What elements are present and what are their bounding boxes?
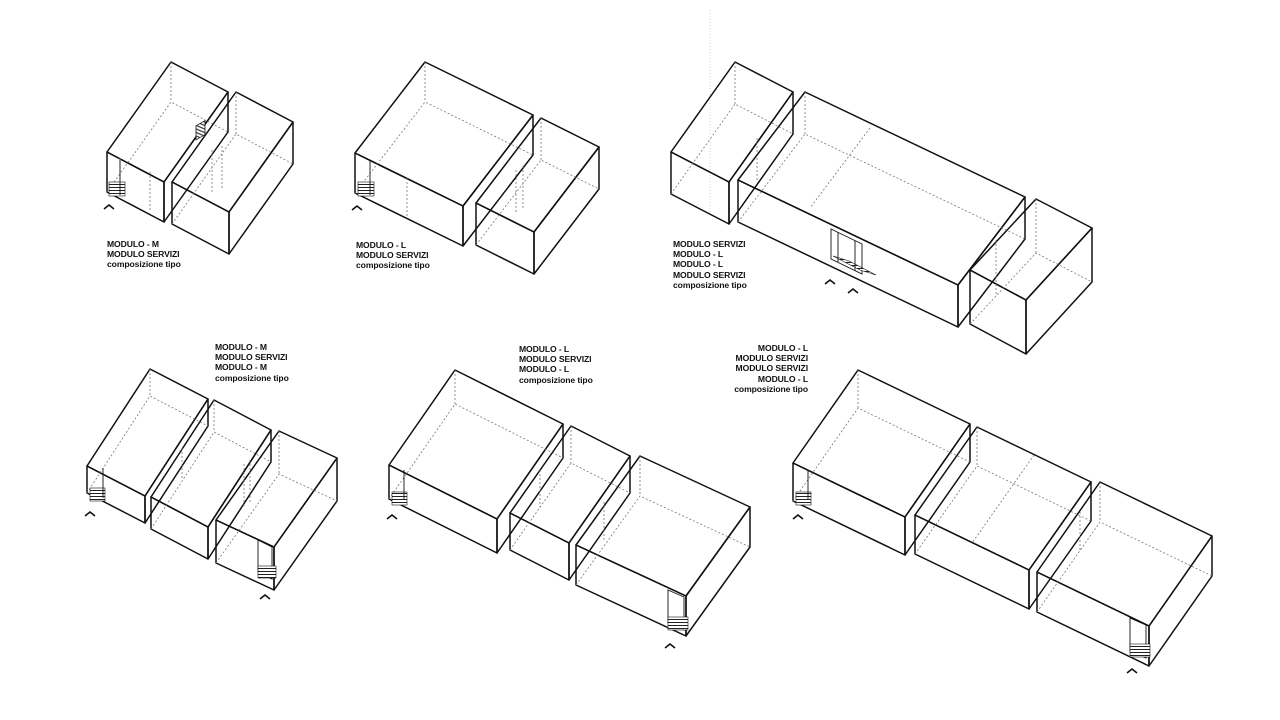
modulo-m-box (215, 430, 338, 591)
label-line: composizione tipo (215, 372, 289, 383)
label-line: MODULO - L (519, 364, 570, 375)
label-line: composizione tipo (356, 260, 430, 271)
label-line: MODULO SERVIZI (519, 354, 592, 365)
composition-2-drawing (351, 61, 600, 275)
label-line: MODULO - L (673, 249, 724, 260)
composition-3-label: MODULO SERVIZI MODULO - L MODULO - L MOD… (673, 239, 747, 290)
composition-4-drawing (84, 368, 338, 600)
modulo-servizi-box (969, 198, 1093, 355)
label-line: MODULO SERVIZI (673, 269, 746, 280)
modulo-servizi-box (171, 91, 294, 255)
modulo-servizi-box (475, 117, 600, 275)
label-line: MODULO - L (757, 343, 808, 353)
modulo-m-box (86, 368, 209, 524)
composition-6-label: MODULO - L MODULO SERVIZI MODULO SERVIZI… (700, 343, 808, 394)
modulo-l-l-box (737, 91, 1026, 328)
label-line: MODULO - M (215, 362, 267, 373)
composition-3-drawing (670, 61, 1093, 355)
composition-2-label: MODULO - L MODULO SERVIZI composizione t… (356, 240, 430, 271)
composition-1-label: MODULO - M MODULO SERVIZI composizione t… (107, 239, 181, 270)
label-line: MODULO SERVIZI (735, 363, 809, 374)
composition-6-drawing (792, 369, 1213, 674)
modulo-l-box (388, 369, 564, 554)
label-line: MODULO - L (673, 259, 724, 270)
modulo-servizi-box (150, 399, 272, 560)
modulo-l-box (1036, 481, 1213, 667)
label-line: MODULO - L (356, 240, 407, 250)
modulo-servizi-box (670, 61, 794, 225)
label-line: composizione tipo (107, 259, 181, 270)
composition-1-drawing (103, 61, 294, 255)
modulo-m-box (106, 61, 229, 223)
modulo-servizi-box (509, 425, 631, 581)
label-line: MODULO SERVIZI (673, 239, 746, 249)
modulo-l-box (354, 61, 534, 247)
label-line: MODULO - M (215, 342, 267, 352)
label-line: MODULO SERVIZI (735, 353, 809, 364)
composition-5-drawing (386, 369, 751, 649)
composition-5-label: MODULO - L MODULO SERVIZI MODULO - L com… (519, 344, 593, 385)
label-line: composizione tipo (673, 279, 747, 290)
label-line: MODULO - L (757, 373, 808, 384)
label-line: MODULO - L (519, 344, 570, 354)
label-line: MODULO SERVIZI (356, 250, 429, 261)
label-line: MODULO SERVIZI (107, 249, 180, 260)
composition-4-label: MODULO - M MODULO SERVIZI MODULO - M com… (215, 342, 289, 383)
label-line: MODULO SERVIZI (215, 352, 288, 363)
label-line: composizione tipo (519, 374, 593, 385)
modulo-servizi-servizi-box (914, 426, 1092, 610)
label-line: composizione tipo (734, 383, 808, 394)
modulo-l-box (575, 455, 751, 637)
modulo-l-box (792, 369, 971, 556)
label-line: MODULO - M (107, 239, 159, 249)
